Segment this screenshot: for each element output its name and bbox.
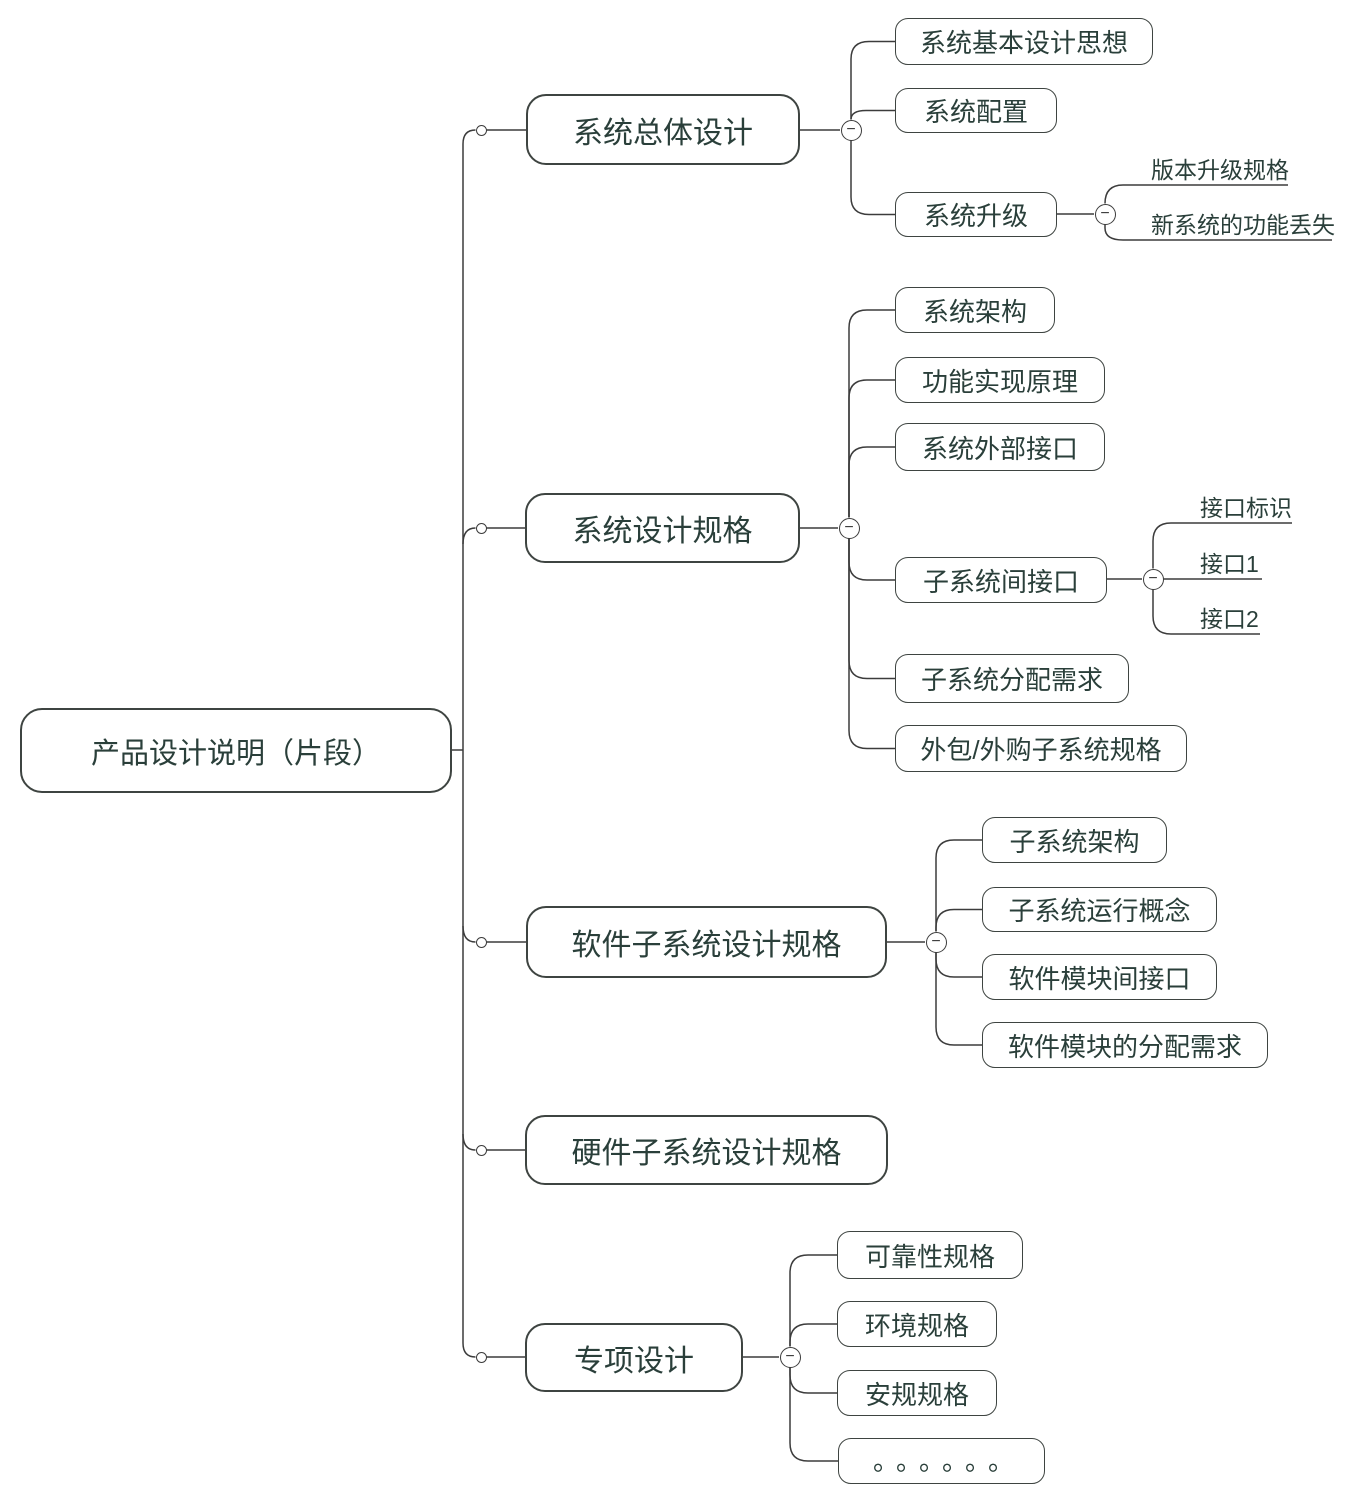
connector-leaf	[1104, 184, 1288, 204]
collapse-button-upgrade[interactable]: −	[1094, 203, 1116, 225]
collapse-button-branch1[interactable]: −	[840, 119, 862, 141]
leaf-topic-interface-1[interactable]: 接口1	[1200, 551, 1259, 577]
sub-topic-system-architecture[interactable]: 系统架构	[895, 287, 1055, 333]
sub-topic-subsystem-allocation-req[interactable]: 子系统分配需求	[895, 654, 1129, 703]
branch-dot-icon	[475, 1351, 487, 1363]
leaf-topic-version-upgrade-spec[interactable]: 版本升级规格	[1151, 157, 1289, 183]
sub-topic-external-interface[interactable]: 系统外部接口	[895, 423, 1105, 471]
connector-child	[848, 538, 895, 680]
connector-child	[789, 1367, 838, 1462]
sub-topic-module-interface[interactable]: 软件模块间接口	[982, 954, 1217, 1000]
leaf-topic-interface-id[interactable]: 接口标识	[1200, 495, 1292, 521]
connector-leaf	[1152, 522, 1292, 569]
sub-topic-module-allocation-req[interactable]: 软件模块的分配需求	[982, 1022, 1268, 1068]
sub-topic-system-upgrade[interactable]: 系统升级	[895, 192, 1057, 237]
sub-topic-function-principle[interactable]: 功能实现原理	[895, 357, 1105, 403]
main-topic-software-subsystem-design-spec[interactable]: 软件子系统设计规格	[526, 906, 887, 978]
collapse-button-branch2[interactable]: −	[838, 517, 860, 539]
connector-spine	[462, 129, 476, 1358]
connector-leaf	[1104, 224, 1332, 241]
main-topic-system-design-spec[interactable]: 系统设计规格	[525, 493, 800, 563]
minus-icon: −	[931, 932, 941, 950]
connector-fillet-branch4	[462, 1133, 476, 1151]
minus-icon: −	[1100, 204, 1110, 222]
connector-child	[848, 446, 895, 518]
connector-child	[848, 309, 895, 518]
connector-child	[848, 538, 895, 750]
connector-child	[789, 1367, 837, 1394]
leaf-topic-new-system-function-loss[interactable]: 新系统的功能丢失	[1151, 212, 1335, 238]
sub-topic-ellipsis[interactable]: 。。。。。。	[838, 1438, 1045, 1484]
sub-topic-safety-spec[interactable]: 安规规格	[837, 1370, 997, 1416]
minus-icon: −	[844, 518, 854, 536]
connector-child	[935, 952, 982, 978]
sub-topic-subsystem-architecture[interactable]: 子系统架构	[982, 817, 1167, 863]
connector-child	[850, 40, 895, 120]
minus-icon: −	[1148, 569, 1158, 587]
branch-dot-icon	[475, 124, 487, 136]
connector-fillet-branch3	[462, 925, 476, 943]
connector-child	[850, 140, 895, 216]
main-topic-system-overall-design[interactable]: 系统总体设计	[526, 94, 800, 165]
connector-fillet-branch2	[462, 527, 476, 545]
minus-icon: −	[785, 1347, 795, 1365]
connector-leaf	[1152, 589, 1260, 635]
branch-dot-icon	[475, 1144, 487, 1156]
collapse-button-interface[interactable]: −	[1142, 568, 1164, 590]
sub-topic-environment-spec[interactable]: 环境规格	[837, 1301, 997, 1347]
collapse-button-branch5[interactable]: −	[779, 1346, 801, 1368]
collapse-button-branch3[interactable]: −	[925, 931, 947, 953]
sub-topic-subsystem-run-concept[interactable]: 子系统运行概念	[982, 887, 1217, 932]
connector-child	[935, 952, 982, 1046]
connector-child	[789, 1323, 837, 1347]
connector-child	[789, 1254, 837, 1347]
connector-child	[848, 538, 895, 581]
sub-topic-inter-subsystem-interface[interactable]: 子系统间接口	[895, 557, 1107, 603]
branch-dot-icon	[475, 936, 487, 948]
connector-child	[850, 109, 895, 120]
main-topic-special-design[interactable]: 专项设计	[525, 1323, 743, 1392]
branch-dot-icon	[475, 522, 487, 534]
connector-child	[935, 839, 982, 932]
sub-topic-outsourced-subsystem-spec[interactable]: 外包/外购子系统规格	[895, 725, 1187, 772]
leaf-topic-interface-2[interactable]: 接口2	[1200, 606, 1259, 632]
connector-child	[848, 379, 895, 518]
main-topic-hardware-subsystem-design-spec[interactable]: 硬件子系统设计规格	[525, 1115, 888, 1185]
sub-topic-system-config[interactable]: 系统配置	[895, 88, 1057, 133]
connector-child	[935, 908, 982, 932]
sub-topic-basic-design-idea[interactable]: 系统基本设计思想	[895, 18, 1153, 65]
root-topic[interactable]: 产品设计说明（片段）	[20, 708, 452, 793]
minus-icon: −	[846, 120, 856, 138]
sub-topic-reliability-spec[interactable]: 可靠性规格	[837, 1231, 1023, 1279]
